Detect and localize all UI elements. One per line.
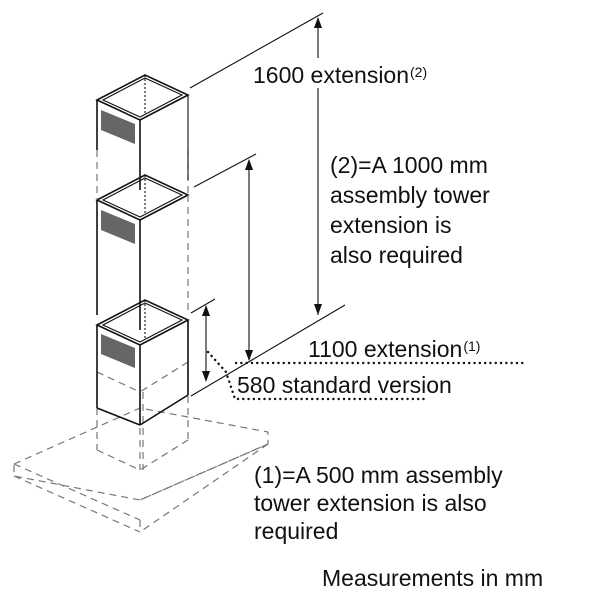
measurements-note: Measurements in mm: [322, 565, 544, 591]
note-2: (2)=A 1000 mm assembly tower extension i…: [330, 150, 490, 270]
tower-middle: [95, 150, 190, 330]
dim-arrow-1600: [314, 17, 322, 315]
base-plate: [13, 407, 269, 533]
note-1-line: tower extension is also: [254, 490, 487, 516]
label-1600-extension: 1600 extension(2): [253, 63, 427, 88]
vent-grille: [101, 110, 135, 144]
note-1: (1)=A 500 mm assembly tower extension is…: [254, 461, 503, 545]
dim-arrow-1100: [245, 159, 253, 361]
note-2-line: also required: [330, 242, 463, 268]
label-580-standard: 580 standard version: [237, 372, 452, 398]
vent-grille: [101, 210, 135, 244]
dim-arrow-580: [202, 305, 210, 382]
footnote-ref-1: (1): [463, 338, 481, 354]
dim-1100-text: 1100 extension: [308, 336, 463, 362]
footnote-ref-2: (2): [410, 64, 428, 80]
hidden-tower-base: [96, 361, 189, 471]
tower-top: [95, 74, 190, 190]
note-2-line: assembly tower: [330, 182, 490, 208]
extension-lines: [189, 12, 346, 397]
note-2-line: extension is: [330, 212, 452, 238]
leader-lines: [206, 350, 525, 401]
note-1-line: (1)=A 500 mm assembly: [254, 462, 503, 488]
label-1100-extension: 1100 extension(1): [308, 337, 480, 362]
vent-grille: [101, 334, 135, 368]
tower-bottom: [95, 299, 190, 426]
note-1-line: required: [254, 518, 339, 544]
note-2-line: (2)=A 1000 mm: [330, 152, 488, 178]
dim-1600-text: 1600 extension: [253, 62, 410, 88]
